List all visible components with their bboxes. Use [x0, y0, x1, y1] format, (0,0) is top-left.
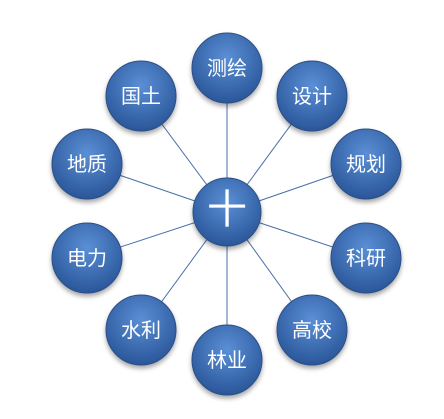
- node-label-shuili: 水利: [121, 318, 161, 342]
- node-cehui: 测绘: [191, 32, 263, 104]
- node-circle-keyan: [330, 222, 402, 294]
- node-label-gaoxiao: 高校: [292, 318, 332, 342]
- node-shuili: 水利: [105, 294, 177, 366]
- node-gaoxiao: 高校: [276, 294, 348, 366]
- node-circle-guotu: [105, 60, 177, 132]
- node-label-dizhi: 地质: [67, 152, 107, 176]
- node-label-guotu: 国土: [121, 84, 161, 108]
- node-keyan: 科研: [330, 222, 402, 294]
- node-label-dianli: 电力: [67, 246, 107, 270]
- center-label: 十: [207, 187, 247, 233]
- node-circle-dizhi: [51, 128, 123, 200]
- node-dianli: 电力: [51, 222, 123, 294]
- node-label-cehui: 测绘: [207, 56, 247, 80]
- node-dizhi: 地质: [51, 128, 123, 200]
- node-circle-linye: [191, 324, 263, 396]
- center-circle: [192, 177, 262, 247]
- node-circle-shuili: [105, 294, 177, 366]
- node-circle-dianli: [51, 222, 123, 294]
- node-label-keyan: 科研: [346, 246, 386, 270]
- node-circle-guihua: [330, 128, 402, 200]
- node-label-guihua: 规划: [346, 152, 386, 176]
- node-circle-gaoxiao: [276, 294, 348, 366]
- node-linye: 林业: [191, 324, 263, 396]
- node-circle-sheji: [276, 60, 348, 132]
- node-guotu: 国土: [105, 60, 177, 132]
- center-node: 十: [192, 177, 262, 247]
- node-guihua: 规划: [330, 128, 402, 200]
- node-circle-cehui: [191, 32, 263, 104]
- node-label-sheji: 设计: [292, 84, 332, 108]
- node-sheji: 设计: [276, 60, 348, 132]
- node-label-linye: 林业: [207, 348, 247, 372]
